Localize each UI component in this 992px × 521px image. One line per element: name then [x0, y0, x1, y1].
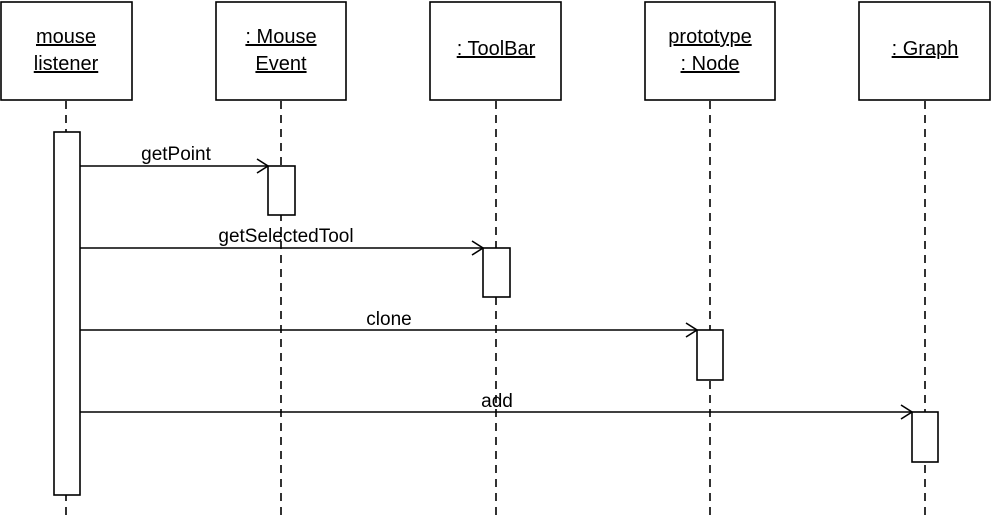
- object-label-line: : Mouse: [245, 26, 316, 48]
- message-label: clone: [366, 309, 411, 330]
- object-label-line: mouse: [36, 26, 96, 48]
- object-mouse-listener: mouse listener: [0, 1, 133, 101]
- object-label-line: prototype: [668, 26, 751, 48]
- object-label-line: Event: [255, 53, 307, 75]
- activation-toolbar: [482, 247, 511, 298]
- activation-mouse-event: [267, 165, 296, 216]
- object-toolbar: : ToolBar: [429, 1, 562, 101]
- open-arrowhead-icon: [900, 404, 914, 420]
- object-label-line: listener: [34, 53, 99, 75]
- message-label: getPoint: [141, 144, 211, 165]
- object-label-line: : Node: [681, 53, 740, 75]
- open-arrowhead-icon: [256, 158, 270, 174]
- message-add: add: [80, 391, 914, 420]
- message-getselectedtool: getSelectedTool: [80, 226, 485, 256]
- message-label: getSelectedTool: [218, 226, 353, 247]
- open-arrowhead-icon: [685, 322, 699, 338]
- activation-prototype-node: [696, 329, 724, 381]
- object-prototype-node: prototype : Node: [644, 1, 776, 101]
- object-label-line: : Graph: [892, 38, 959, 60]
- message-label: add: [481, 391, 513, 412]
- activation-graph: [911, 411, 939, 463]
- activation-mouse-listener: [53, 131, 81, 496]
- object-label-line: : ToolBar: [457, 38, 536, 60]
- activations: [53, 131, 939, 496]
- object-graph: : Graph: [858, 1, 991, 101]
- object-mouse-event: : Mouse Event: [215, 1, 347, 101]
- open-arrowhead-icon: [471, 240, 485, 256]
- message-clone: clone: [80, 309, 699, 338]
- message-getpoint: getPoint: [80, 144, 270, 174]
